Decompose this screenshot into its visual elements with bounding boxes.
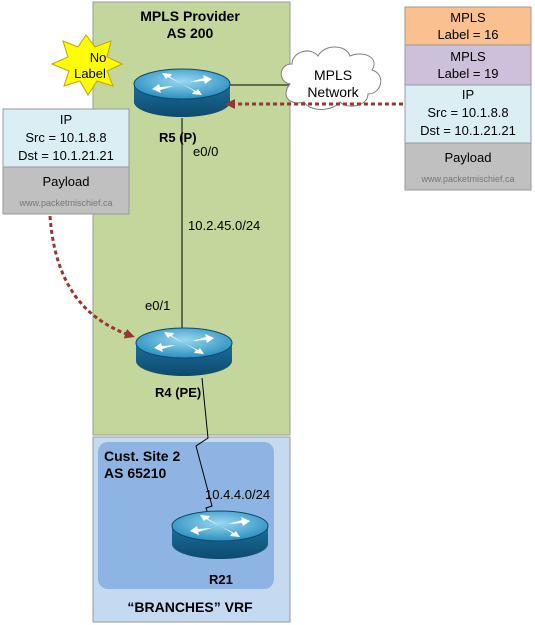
packet-out-watermark: www.packetmischief.ca [18, 198, 112, 208]
packet-in-label19-box [404, 44, 532, 86]
router-r4-icon[interactable] [135, 327, 233, 377]
burst-line2: Label [74, 66, 106, 81]
packet-in-label16-line1: MPLS [450, 10, 486, 25]
no-label-burst: No Label [50, 34, 124, 96]
packet-in-label16-box [404, 6, 532, 46]
router-r5-icon[interactable] [133, 68, 231, 118]
packet-in-ip-line3: Dst = 10.1.21.21 [420, 123, 516, 138]
cloud-line2: Network [307, 84, 359, 100]
router-r21-icon[interactable] [171, 510, 269, 560]
cloud-line1: MPLS [314, 67, 352, 83]
link-r4-r21-serial [195, 377, 213, 521]
packet-out-payload-box [2, 166, 130, 215]
r4-interface-label: e0/1 [145, 298, 170, 313]
packet-out-ip-line2: Src = 10.1.8.8 [25, 130, 106, 145]
packet-out-stack: IP Src = 10.1.8.8 Dst = 10.1.21.21 Paylo… [2, 108, 130, 215]
router-r21-label: R21 [209, 572, 233, 587]
router-r5-label: R5 (P) [159, 130, 197, 145]
r5-interface-label: e0/0 [193, 144, 218, 159]
r5-r4-subnet-label: 10.2.45.0/24 [188, 218, 260, 233]
mpls-cloud: MPLS Network [280, 46, 382, 110]
r4-r21-subnet-label: 10.4.4.0/24 [205, 487, 270, 502]
packet-out-payload: Payload [43, 174, 90, 189]
router-r4-label: R4 (PE) [155, 385, 201, 400]
packet-in-label16-line2: Label = 16 [437, 27, 498, 42]
packet-in-payload: Payload [445, 150, 492, 165]
packet-in-ip-line2: Src = 10.1.8.8 [427, 105, 508, 120]
burst-line1: No [90, 50, 107, 65]
packet-in-ip-line1: IP [462, 87, 474, 102]
flow-arrow-out [48, 215, 135, 339]
packet-in-payload-box [404, 142, 532, 191]
provider-title-line2: AS 200 [167, 25, 214, 41]
vrf-label: “BRANCHES” VRF [127, 599, 253, 615]
packet-out-ip-line3: Dst = 10.1.21.21 [18, 148, 114, 163]
packet-out-ip-line1: IP [60, 112, 72, 127]
packet-in-watermark: www.packetmischief.ca [420, 174, 514, 184]
customer-site-line2: AS 65210 [104, 465, 166, 481]
packet-in-stack: MPLS Label = 16 MPLS Label = 19 IP Src =… [404, 6, 532, 191]
packet-in-ip-box [404, 84, 532, 144]
provider-title-line1: MPLS Provider [140, 8, 240, 24]
packet-in-label19-line1: MPLS [450, 49, 486, 64]
customer-site-line1: Cust. Site 2 [104, 448, 180, 464]
packet-in-label19-line2: Label = 19 [437, 66, 498, 81]
